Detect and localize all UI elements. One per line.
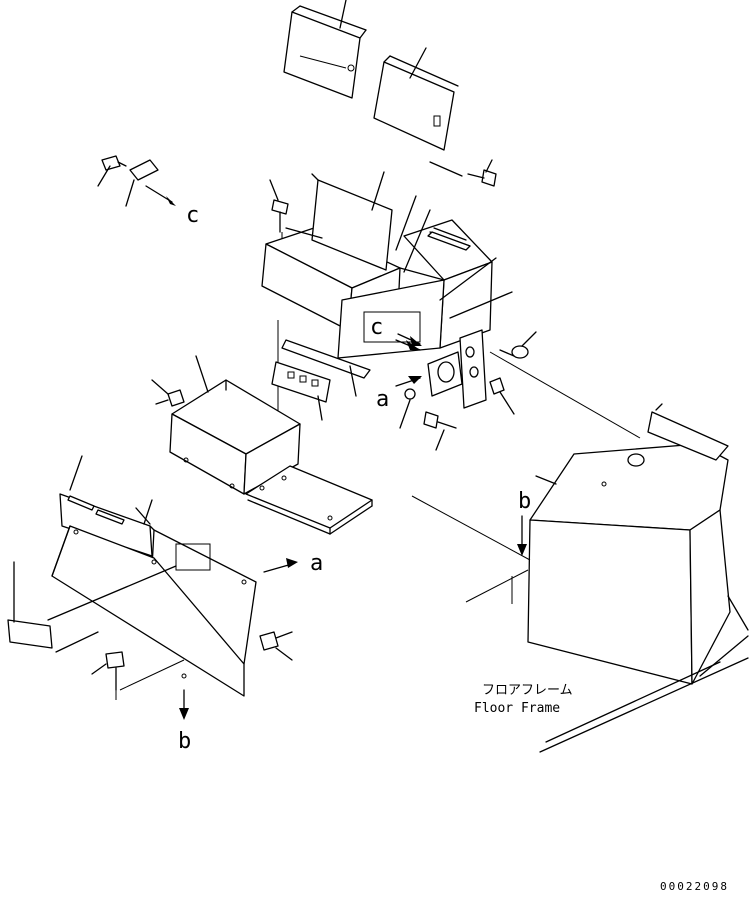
nut-right bbox=[489, 377, 515, 415]
floor-frame bbox=[411, 351, 749, 753]
cap-right bbox=[499, 331, 537, 359]
arrowhead-a-right bbox=[286, 558, 298, 568]
switch-panel bbox=[271, 361, 331, 421]
arrowhead-b-bottom bbox=[179, 708, 189, 720]
label-a-right: a bbox=[310, 551, 323, 576]
bolt-lower-panel-bottom bbox=[91, 651, 185, 700]
bolt-control-box bbox=[151, 379, 185, 407]
arrowhead-b-top bbox=[517, 544, 527, 556]
lamp-cover bbox=[7, 561, 177, 649]
mounting-bracket bbox=[245, 465, 373, 535]
leader-lower-left bbox=[55, 631, 99, 653]
arrowhead-c-center bbox=[410, 336, 422, 346]
lower-cover-panel bbox=[51, 455, 257, 697]
bolt-console-top bbox=[269, 179, 289, 290]
label-c-center: c bbox=[370, 315, 383, 340]
clip-upper-left bbox=[125, 159, 176, 207]
control-box bbox=[169, 355, 301, 495]
bolt-upper-left bbox=[97, 155, 127, 187]
label-a-center: a bbox=[376, 387, 389, 412]
drawing-code: 00022098 bbox=[660, 880, 729, 893]
caption-english: Floor Frame bbox=[474, 701, 560, 716]
label-b-bottom: b bbox=[178, 729, 191, 754]
console-box bbox=[261, 171, 513, 440]
nut-console bbox=[399, 388, 416, 429]
bolt-upper-right bbox=[429, 159, 497, 187]
label-c-left: c bbox=[186, 203, 199, 228]
arrowhead-a-center bbox=[408, 376, 422, 384]
bolt-right-console bbox=[423, 411, 457, 451]
caption-japanese: フロアフレーム bbox=[482, 683, 573, 698]
bolt-lower-panel-right bbox=[259, 631, 293, 661]
top-cover-left bbox=[283, 0, 367, 99]
label-b-top: b bbox=[518, 489, 531, 514]
arrow-a-right bbox=[263, 563, 293, 573]
top-cover-right bbox=[373, 47, 459, 151]
